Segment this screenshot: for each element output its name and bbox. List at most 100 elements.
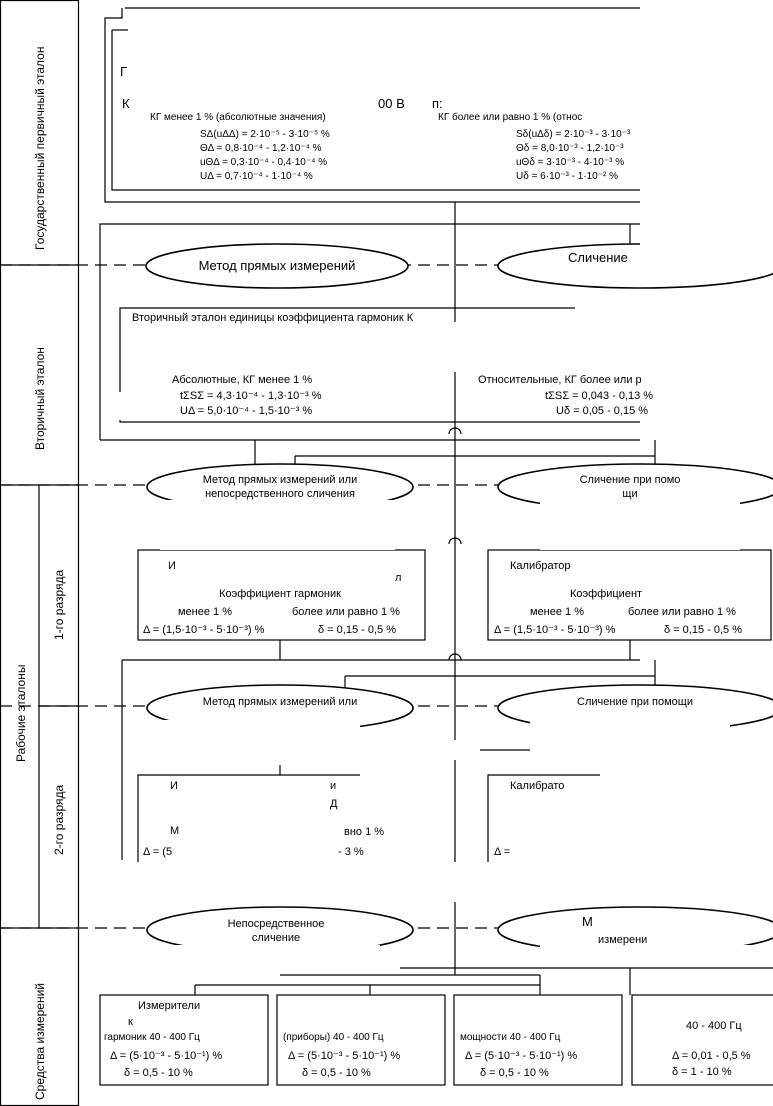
instr1-sub: к [128, 1016, 133, 1028]
rank2-left-rel-frag: - 3 % [338, 846, 364, 858]
mask-right-edge [640, 0, 773, 262]
rank2-left-frag2: и [330, 780, 337, 792]
mask-rank2-method [160, 720, 360, 765]
instr2-freq: (приборы) 40 - 400 Гц [283, 1032, 384, 1043]
instr3-rel: δ = 0,5 - 10 % [480, 1067, 549, 1079]
method-immediate-b: сличение [251, 932, 301, 944]
secondary-title-frag: Вторичный эталон единицы коэффициента га… [132, 312, 414, 324]
primary-title-frag: Г [120, 64, 128, 79]
method-compare-frag2-b: щи [622, 488, 638, 500]
instr3-freq: мощности 40 - 400 Гц [460, 1032, 561, 1043]
instr1-abs: Δ = (5·10⁻³ - 5·10⁻¹) % [110, 1050, 223, 1062]
mask-primary-top [128, 20, 640, 72]
rank1-right-abs: Δ = (1,5·10⁻³ - 5·10⁻³) % [494, 624, 616, 636]
mask-rank2-bottom [125, 862, 773, 902]
primary-right-1: Θδ = 8,0·10⁻³ - 1,2·10⁻³ [516, 143, 624, 154]
label-working: Рабочие эталоны [14, 664, 28, 762]
method-compare-frag3: Сличение при помощи [577, 696, 693, 708]
mask-rank2-right [496, 790, 773, 860]
secondary-left-0: tΣSΣ = 4,3·10⁻⁴ - 1,3·10⁻³ % [180, 390, 322, 402]
rank1-left-title-frag: И [168, 560, 176, 572]
rank1-left-rel: δ = 0,15 - 0,5 % [318, 624, 396, 636]
method-m-frag-b: измерени [598, 934, 648, 946]
rank1-left-more: более или равно 1 % [292, 606, 400, 618]
mask-rank1-method2 [540, 500, 740, 550]
mask-rank2-method2 [530, 720, 730, 765]
instr2-abs: Δ = (5·10⁻³ - 5·10⁻¹) % [288, 1050, 401, 1062]
label-rank2: 2-го разряда [52, 784, 66, 855]
mask-primary-mid2 [455, 76, 640, 98]
mask-instr4-top [640, 1003, 773, 1015]
mask-rank1-left-top [180, 560, 410, 582]
primary-left-2: uΘΔ = 0,3·10⁻⁴ - 0,4·10⁻⁴ % [200, 157, 328, 168]
method-direct-or1-b: непосредственного сличения [205, 488, 355, 500]
instr1-title: Измерители [138, 1000, 201, 1012]
mask-instr1-top [140, 1005, 260, 1015]
instr2-rel: δ = 0,5 - 10 % [302, 1067, 371, 1079]
rank2-right-title-frag: Калибрато [510, 780, 565, 792]
rank1-left-head: Коэффициент гармоник [219, 588, 341, 600]
mask-primary-mid [138, 76, 378, 98]
instr1-freq: гармоник 40 - 400 Гц [104, 1032, 200, 1043]
rank1-right-title-frag: Калибратор [510, 560, 571, 572]
primary-right-head: КГ более или равно 1 % (относ [438, 112, 583, 123]
label-state-primary: Государственный первичный эталон [33, 46, 47, 250]
instr4-freq: 40 - 400 Гц [686, 1020, 742, 1032]
rank1-right-less: менее 1 % [530, 606, 585, 618]
primary-right-3: Uδ = 6·10⁻³ - 1·10⁻² % [516, 171, 618, 182]
mask-instr2-top [285, 1005, 435, 1027]
secondary-right-0: tΣSΣ = 0,043 - 0,13 % [545, 390, 654, 402]
method-direct-ellipse [145, 243, 409, 289]
rank2-left-frag3: Д [330, 798, 338, 810]
rank1-left-title-frag-b: л [395, 572, 402, 584]
rank1-right-head: Коэффициент [570, 588, 643, 600]
mask-rank2-center [360, 740, 480, 760]
method-direct-text: Метод прямых измерений [198, 258, 356, 273]
instr4-abs: Δ = 0,01 - 0,5 % [672, 1050, 751, 1062]
method-compare-frag2: Сличение при помо [579, 474, 681, 486]
secondary-right-1: Uδ = 0,05 - 0,15 % [556, 405, 649, 417]
mask-rank1-right-top [560, 560, 760, 582]
mask-immediate-bottom [150, 945, 380, 967]
rank1-left-abs: Δ = (1,5·10⁻³ - 5·10⁻³) % [143, 624, 265, 636]
label-instruments: Средства измерений [33, 982, 47, 1100]
mask-secondary-mid [140, 322, 640, 372]
mask-instr3-top [462, 1005, 612, 1027]
mask-rank2-left [180, 790, 320, 860]
rank2-left-abs-frag: Δ = (5 [143, 846, 173, 858]
instr4-rel: δ = 1 - 10 % [672, 1066, 732, 1078]
rank2-left-frag4: М [170, 825, 180, 837]
mask-rank1-method [160, 500, 395, 550]
instr3-abs: Δ = (5·10⁻³ - 5·10⁻¹) % [465, 1050, 578, 1062]
mask-m-bottom [540, 945, 773, 965]
rank2-left-more-frag: вно 1 % [344, 826, 385, 838]
primary-subtitle-frag-left: К [122, 96, 130, 111]
primary-right-0: Sδ(uΔδ) = 2·10⁻³ - 3·10⁻³ [516, 129, 631, 140]
rank2-right-abs-frag: Δ = [494, 846, 511, 858]
label-secondary: Вторичный эталон [33, 347, 47, 450]
mask-secondary-right [575, 290, 773, 320]
primary-left-1: ΘΔ = 0,8·10⁻⁴ - 1,2·10⁻⁴ % [200, 143, 322, 154]
rank1-left-less: менее 1 % [178, 606, 233, 618]
rank2-left-frag1: И [170, 780, 178, 792]
mask-rank2-right-top [600, 760, 773, 785]
label-rank1: 1-го разряда [52, 569, 66, 640]
method-direct-or1: Метод прямых измерений или [202, 474, 358, 486]
primary-left-0: SΔ(uΔΔ) = 2·10⁻⁵ - 3·10⁻⁵ % [200, 129, 330, 140]
rank1-right-more: более или равно 1 % [628, 606, 736, 618]
secondary-left-1: UΔ = 5,0·10⁻⁴ - 1,5·10⁻³ % [180, 405, 313, 417]
primary-right-2: uΘδ = 3·10⁻³ - 4·10⁻³ % [516, 157, 625, 168]
instr1-rel: δ = 0,5 - 10 % [124, 1067, 193, 1079]
primary-subtitle-frag-p: п: [432, 96, 443, 111]
method-m-frag: М [582, 914, 593, 929]
method-immediate: Непосредственное [227, 918, 325, 930]
method-compare-frag1: Сличение [568, 250, 628, 265]
secondary-right-head: Относительные, КГ более или р [478, 374, 642, 386]
rank1-right-rel: δ = 0,15 - 0,5 % [664, 624, 742, 636]
primary-left-3: UΔ = 0,7·10⁻⁴ - 1·10⁻⁴ % [200, 171, 313, 182]
primary-left-head: КГ менее 1 % (абсолютные значения) [150, 112, 326, 123]
secondary-left-head: Абсолютные, КГ менее 1 % [172, 374, 313, 386]
method-direct-or2: Метод прямых измерений или [202, 696, 358, 708]
primary-subtitle-frag-right: 00 В [378, 96, 405, 111]
